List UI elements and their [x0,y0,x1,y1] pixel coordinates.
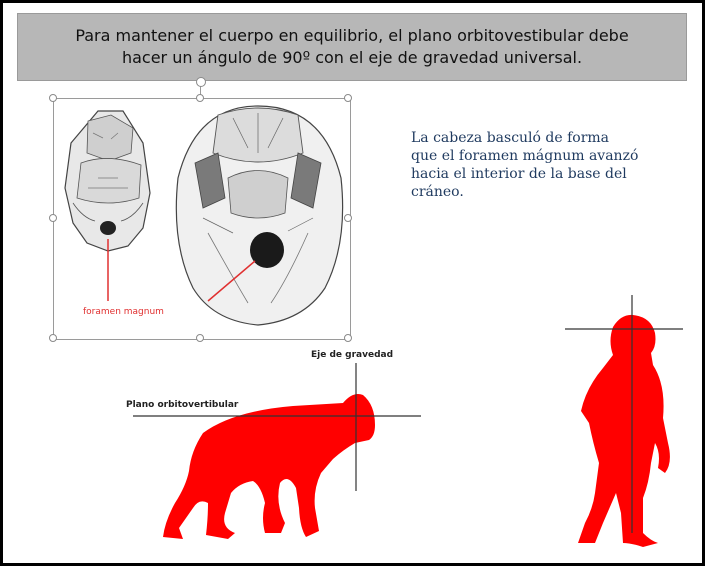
explanation-line-2: que el foramen mágnum avanzó [411,147,681,165]
explanation-text: La cabeza basculó de forma que el forame… [411,129,681,201]
rotation-handle[interactable] [196,77,206,87]
image-selection-frame[interactable] [53,98,351,340]
resize-handle-bottom-right[interactable] [344,334,352,342]
gravity-axis-label: Eje de gravedad [311,350,393,360]
resize-handle-bottom[interactable] [196,334,204,342]
resize-handle-top-right[interactable] [344,94,352,102]
resize-handle-right[interactable] [344,214,352,222]
resize-handle-bottom-left[interactable] [49,334,57,342]
resize-handle-top-left[interactable] [49,94,57,102]
resize-handle-top[interactable] [196,94,204,102]
explanation-line-1: La cabeza basculó de forma [411,129,681,147]
human-silhouette [578,315,670,547]
explanation-line-3: hacia el interior de la base del [411,165,681,183]
foramen-magnum-label: foramen magnum [83,307,164,317]
orbitovestibular-plane-label: Plano orbitovertibular [126,400,238,410]
resize-handle-left[interactable] [49,214,57,222]
explanation-line-4: cráneo. [411,183,681,201]
